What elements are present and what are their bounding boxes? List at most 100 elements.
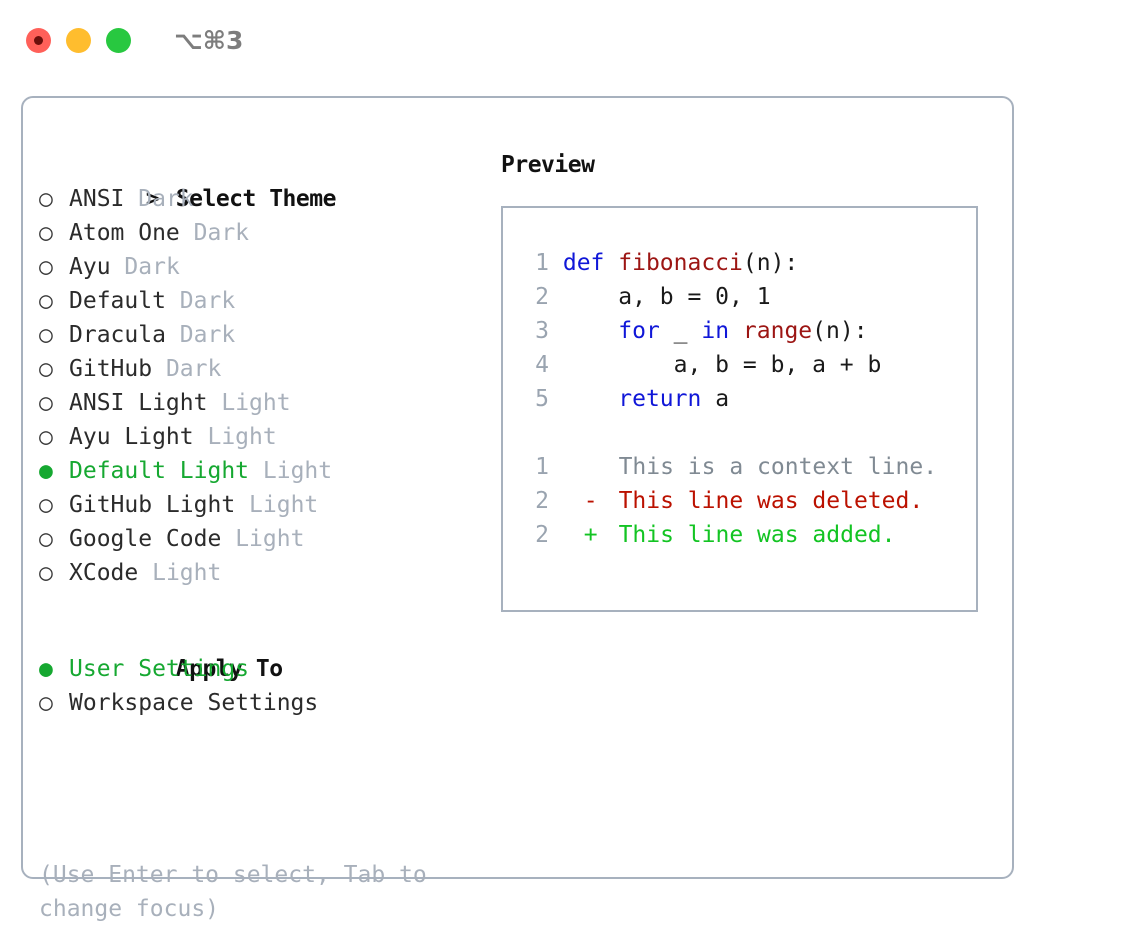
radio-unselected-icon[interactable]: ○ [39,526,53,552]
theme-name-label: GitHub Light [69,492,236,518]
radio-selected-icon[interactable]: ● [39,656,53,682]
code-token: in [701,318,730,344]
radio-unselected-icon[interactable]: ○ [39,390,53,416]
theme-name-label: Atom One [69,220,180,246]
theme-variant-tag: Light [207,424,277,450]
theme-variant-tag: Light [235,526,305,552]
code-line: 3 for _ in range(n): [515,314,972,348]
theme-list-item[interactable]: ○ Default Dark [39,284,489,318]
theme-variant-tag: Light [221,390,291,416]
theme-list-item[interactable]: ○ Dracula Dark [39,318,489,352]
theme-name-label: ANSI [69,186,125,212]
theme-list-item[interactable]: ○ Ayu Light Light [39,420,489,454]
radio-unselected-icon[interactable]: ○ [39,492,53,518]
radio-selected-icon[interactable]: ● [39,458,53,484]
theme-name-label: Ayu Light [69,424,194,450]
theme-variant-tag: Dark [124,254,180,280]
cursor-caret-icon: > [145,186,160,212]
code-token: range [742,318,813,344]
diff-line-number: 2 [535,522,549,548]
theme-name-label: Default [69,288,166,314]
diff-line-number: 1 [535,454,549,480]
diff-sign: + [583,522,598,548]
theme-selection-column: > Select Theme ○ ANSI Dark ○ Atom One Dark ○ A… [39,148,489,720]
apply-to-label: Workspace Settings [69,690,319,716]
theme-variant-tag: Light [249,492,319,518]
code-line: 5 return a [515,382,972,416]
diff-sample: 1 This is a context line. 2 - This line w… [515,450,972,552]
apply-to-item[interactable]: ● User Settings [39,652,489,686]
code-token: a, b = b, a + b [562,352,882,378]
apply-to-list: ● User Settings ○ Workspace Settings [39,652,489,720]
theme-list-item[interactable]: ○ XCode Light [39,556,489,590]
code-token: (n): [812,318,868,344]
code-line-number: 1 [535,250,549,276]
code-line: 2 a, b = 0, 1 [515,280,972,314]
section-spacer [39,590,489,618]
code-token: for [618,318,660,344]
select-theme-header-label: Select Theme [175,186,337,212]
diff-text: This line was deleted. [618,488,924,514]
theme-name-label: XCode [69,560,139,586]
radio-unselected-icon[interactable]: ○ [39,186,53,212]
code-token: def [562,250,619,276]
theme-list-item[interactable]: ○ ANSI Light Light [39,386,489,420]
apply-to-item[interactable]: ○ Workspace Settings [39,686,489,720]
diff-line: 2 + This line was added. [515,518,972,552]
theme-list-item[interactable]: ○Google Code Light [39,522,489,556]
radio-unselected-icon[interactable]: ○ [39,288,53,314]
keyboard-hint-text: (Use Enter to select, Tab to change focu… [39,862,427,922]
theme-list-item[interactable]: ○ Ayu Dark [39,250,489,284]
code-token: fibonacci [618,250,743,276]
preview-title: Preview [501,152,595,178]
radio-unselected-icon[interactable]: ○ [39,322,53,348]
code-token [729,318,743,344]
maximize-dot[interactable] [106,27,131,53]
apply-to-label: User Settings [69,656,250,682]
radio-unselected-icon[interactable]: ○ [39,560,53,586]
code-token [563,386,618,412]
radio-unselected-icon[interactable]: ○ [39,356,53,382]
radio-unselected-icon[interactable]: ○ [39,424,53,450]
radio-unselected-icon[interactable]: ○ [39,690,53,716]
code-line: 4 a, b = b, a + b [515,348,972,382]
diff-sign: - [583,488,598,514]
window-titlebar: ⌥⌘3 [0,0,1140,80]
theme-list-item[interactable]: ○ Atom One Dark [39,216,489,250]
code-token [563,318,618,344]
apply-to-header: Apply To [39,618,489,682]
code-line: 1 def fibonacci(n): [515,246,972,280]
theme-name-label: Ayu [69,254,111,280]
theme-picker-panel: > Select Theme ○ ANSI Dark ○ Atom One Dark ○ A… [21,96,1014,922]
code-token: (n): [742,250,799,276]
code-token: a [701,386,730,412]
theme-variant-tag: Dark [165,356,222,382]
theme-variant-tag: Light [152,560,222,586]
theme-name-label: Dracula [69,322,166,348]
theme-variant-tag: Dark [193,220,250,246]
theme-name-label: ANSI Light [69,390,208,416]
preview-column: Preview 1 def fibonacci(n):2 a, b = 0, 1… [501,148,1001,612]
theme-list-item[interactable]: ●Default Light Light [39,454,489,488]
theme-name-label: Default Light [69,458,250,484]
select-theme-header: > Select Theme [39,148,489,212]
theme-list-item[interactable]: ○ GitHub Light Light [39,488,489,522]
close-dot[interactable] [26,27,51,53]
code-line-number: 3 [535,318,549,344]
radio-unselected-icon[interactable]: ○ [39,254,53,280]
diff-sign [577,450,605,484]
radio-unselected-icon[interactable]: ○ [39,220,53,246]
keyboard-shortcut-label: ⌥⌘3 [174,25,244,55]
minimize-dot[interactable] [66,27,91,53]
theme-variant-tag: Dark [179,322,236,348]
code-token: return [618,386,702,412]
theme-variant-tag: Dark [179,288,236,314]
diff-text: This line was added. [618,522,896,548]
theme-list-item[interactable]: ○ ANSI Dark [39,182,489,216]
diff-line: 1 This is a context line. [515,450,972,484]
theme-list-item[interactable]: ○GitHub Dark [39,352,489,386]
theme-list: ○ ANSI Dark ○ Atom One Dark ○ Ayu Dark ○ Defaul… [39,182,489,590]
theme-variant-tag: Dark [138,186,194,212]
